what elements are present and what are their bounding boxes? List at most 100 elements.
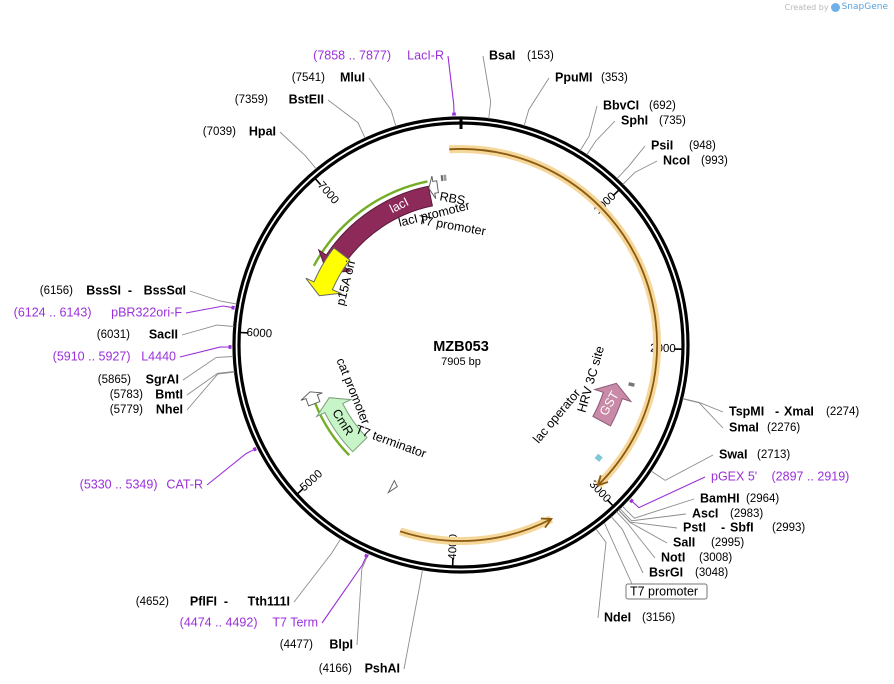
site-name[interactable]: BmtI: [155, 387, 183, 401]
primer-name[interactable]: CAT-R: [166, 477, 203, 491]
site-name[interactable]: BbvCI: [603, 98, 639, 112]
site-position[interactable]: (5779): [110, 404, 143, 416]
primer-name[interactable]: pGEX 5': [711, 469, 757, 483]
site-position[interactable]: (5783): [110, 389, 143, 401]
site-name-secondary[interactable]: XmaI: [784, 404, 814, 418]
site-name[interactable]: TspMI: [729, 404, 764, 418]
site-name[interactable]: SphI: [621, 113, 648, 127]
site-name[interactable]: SalI: [673, 535, 695, 549]
restriction-site[interactable]: SalI (2995): [673, 535, 744, 549]
primer-name[interactable]: T7 Term: [272, 615, 318, 629]
site-name[interactable]: NheI: [156, 402, 183, 416]
feature-hrv-3c-mark[interactable]: [628, 382, 635, 387]
site-position[interactable]: (6031): [97, 329, 130, 341]
primer-name[interactable]: LacI-R: [407, 48, 444, 62]
feature-lac-operator-mark[interactable]: [594, 453, 603, 462]
site-name[interactable]: AscI: [692, 506, 718, 520]
site-position[interactable]: (2995): [711, 537, 744, 549]
restriction-site[interactable]: TspMI-XmaI (2274): [729, 404, 859, 418]
site-position[interactable]: (2276): [767, 422, 800, 434]
restriction-site[interactable]: PstI -SbfI (2993): [683, 520, 805, 534]
primer-range[interactable]: (6124 .. 6143): [14, 305, 92, 319]
primer-label[interactable]: pGEX 5' (2897 .. 2919): [711, 469, 849, 483]
site-position[interactable]: (2274): [826, 406, 859, 418]
feature-gst-arrow[interactable]: [592, 382, 633, 427]
site-position[interactable]: (948): [689, 140, 716, 152]
restriction-site[interactable]: NcoI (993): [663, 153, 728, 167]
restriction-site[interactable]: SmaI (2276): [729, 420, 800, 434]
site-position[interactable]: (993): [701, 155, 728, 167]
primer-label[interactable]: T7 Term(4474 .. 4492): [180, 615, 318, 629]
site-position[interactable]: (2983): [730, 508, 763, 520]
site-dash[interactable]: -: [224, 594, 228, 608]
primer-range[interactable]: (5910 .. 5927): [53, 349, 131, 363]
site-name[interactable]: BssSI: [86, 283, 121, 297]
restriction-site[interactable]: SphI(735): [621, 113, 686, 127]
site-name[interactable]: PflFI: [190, 594, 217, 608]
restriction-site[interactable]: BbvCI(692): [603, 98, 676, 112]
site-position[interactable]: (4166): [319, 663, 352, 675]
restriction-site[interactable]: BamHI (2964): [700, 491, 779, 505]
restriction-site[interactable]: BssSαI-BssSI (6156): [40, 283, 186, 297]
primer-range[interactable]: (5330 .. 5349): [80, 477, 158, 491]
primer-range[interactable]: (2897 .. 2919): [772, 469, 850, 483]
site-name[interactable]: NdeI: [604, 610, 631, 624]
site-position[interactable]: (3156): [642, 612, 675, 624]
restriction-site[interactable]: SwaI(2713): [719, 447, 790, 461]
primer-binding-mark[interactable]: [252, 446, 258, 452]
site-name[interactable]: SgrAI: [146, 372, 179, 386]
site-position[interactable]: (7039): [203, 126, 236, 138]
primer-label[interactable]: CAT-R (5330 .. 5349): [80, 477, 203, 491]
site-position[interactable]: (3048): [695, 567, 728, 579]
feature-cmr-arrow[interactable]: [315, 397, 368, 453]
restriction-site[interactable]: SacII(6031): [97, 327, 178, 341]
site-name-secondary[interactable]: BssSαI: [144, 283, 186, 297]
site-position[interactable]: (5865): [98, 374, 131, 386]
feature-p15a-ori-arrow[interactable]: [305, 247, 351, 297]
primer-label[interactable]: LacI-R(7858 .. 7877): [313, 48, 444, 62]
site-name[interactable]: BstEII: [289, 92, 324, 106]
site-name[interactable]: PstI: [683, 520, 706, 534]
primer-binding-mark[interactable]: [364, 553, 369, 558]
feature-laci-promoter-arrow[interactable]: [428, 175, 439, 199]
orf-line[interactable]: [399, 518, 552, 542]
site-name[interactable]: BlpI: [329, 637, 353, 651]
site-name-secondary[interactable]: SbfI: [730, 520, 754, 534]
site-position[interactable]: (4652): [136, 596, 169, 608]
restriction-site[interactable]: SgrAI (5865): [98, 372, 179, 386]
restriction-site[interactable]: HpaI (7039): [203, 124, 276, 138]
primer-label[interactable]: pBR322ori-F(6124 .. 6143): [14, 305, 183, 319]
restriction-site[interactable]: BsaI (153): [489, 48, 554, 62]
site-position[interactable]: (7359): [235, 94, 268, 106]
site-position[interactable]: (4477): [280, 639, 313, 651]
site-position[interactable]: (7541): [292, 72, 325, 84]
site-name[interactable]: SmaI: [729, 420, 759, 434]
site-name[interactable]: NcoI: [663, 153, 690, 167]
site-name[interactable]: PshAI: [365, 661, 400, 675]
primer-label[interactable]: L4440(5910 .. 5927): [53, 349, 176, 363]
restriction-site[interactable]: PshAI (4166): [319, 661, 400, 675]
restriction-site[interactable]: BstEII (7359): [235, 92, 324, 106]
restriction-site[interactable]: AscI (2983): [692, 506, 763, 520]
site-name[interactable]: NotI: [661, 550, 685, 564]
boxed-label-text[interactable]: T7 promoter: [630, 584, 698, 598]
site-position[interactable]: (153): [527, 50, 554, 62]
site-dash[interactable]: -: [721, 520, 725, 534]
site-name[interactable]: PsiI: [651, 138, 673, 152]
site-name[interactable]: HpaI: [249, 124, 276, 138]
site-position[interactable]: (6156): [40, 285, 73, 297]
site-name[interactable]: BsaI: [489, 48, 515, 62]
restriction-site[interactable]: Tth111I-PflFI(4652): [136, 594, 290, 608]
restriction-site[interactable]: BlpI (4477): [280, 637, 353, 651]
site-position[interactable]: (3008): [699, 552, 732, 564]
site-position[interactable]: (2993): [772, 522, 805, 534]
site-position[interactable]: (2964): [746, 493, 779, 505]
site-dash[interactable]: -: [775, 404, 779, 418]
restriction-site[interactable]: PsiI (948): [651, 138, 716, 152]
restriction-site[interactable]: NotI (3008): [661, 550, 732, 564]
orf-line[interactable]: [449, 148, 658, 486]
site-dash[interactable]: -: [128, 283, 132, 297]
restriction-site[interactable]: BmtI (5783): [110, 387, 183, 401]
site-name[interactable]: BamHI: [700, 491, 740, 505]
